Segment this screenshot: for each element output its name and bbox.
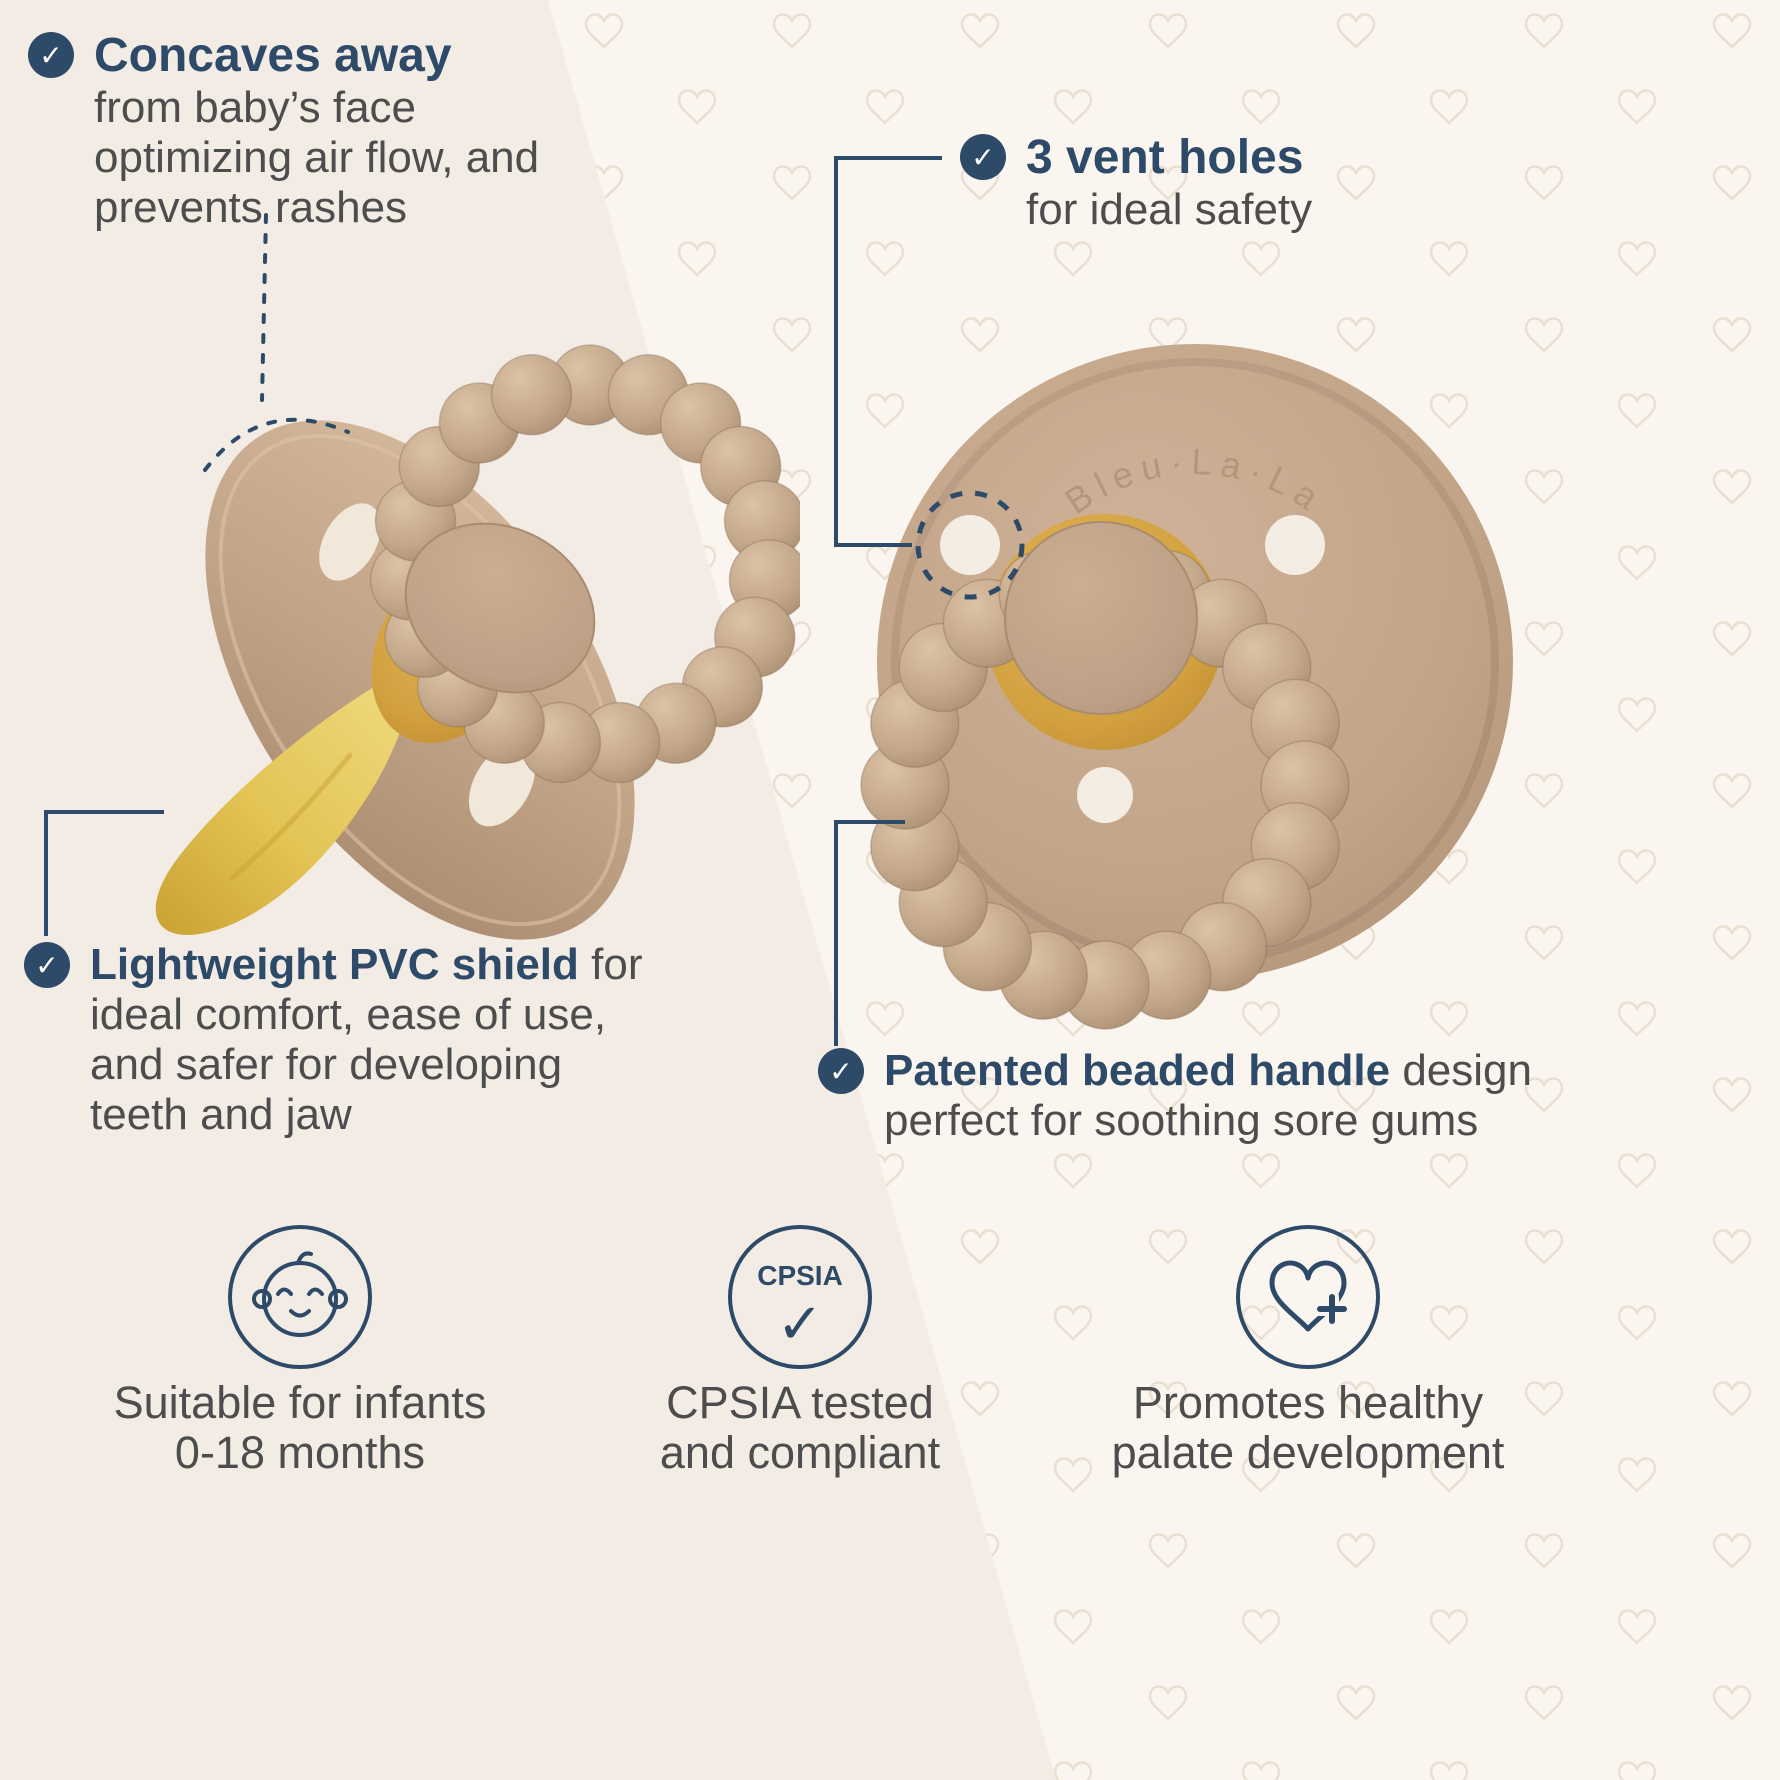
cpsia-label: CPSIA bbox=[757, 1260, 843, 1291]
shield-button bbox=[404, 522, 596, 694]
feature-line: perfect for soothing sore gums bbox=[884, 1096, 1479, 1146]
caption-line: 0-18 months bbox=[174, 1427, 426, 1479]
feature-line: for ideal safety bbox=[1026, 184, 1313, 234]
latex-nipple bbox=[155, 675, 410, 935]
nipple-crease bbox=[229, 752, 353, 881]
feature-concave-text: Concaves away from baby’s face optimizin… bbox=[94, 29, 540, 233]
baby-icon bbox=[228, 1225, 372, 1369]
feature-rest: design bbox=[1390, 1046, 1532, 1095]
badge-caption: Suitable for infants 0-18 months bbox=[40, 1377, 560, 1479]
feature-vents: ✓ 3 vent holes for ideal safety bbox=[960, 131, 1580, 235]
check-icon: ✓ bbox=[960, 134, 1006, 180]
feature-bold: Lightweight PVC shield bbox=[90, 940, 579, 989]
vent-hole bbox=[940, 515, 1000, 575]
feature-line: prevents rashes bbox=[94, 183, 408, 233]
feature-shield: ✓ Lightweight PVC shield for ideal comfo… bbox=[24, 940, 704, 1141]
badge-caption: Promotes healthy palate development bbox=[1048, 1377, 1568, 1479]
feature-handle-text: Patented beaded handle design perfect fo… bbox=[884, 1046, 1532, 1146]
cpsia-icon: CPSIA ✓ bbox=[728, 1225, 872, 1369]
badge-caption: CPSIA tested and compliant bbox=[540, 1377, 1060, 1479]
feature-line: optimizing air flow, and bbox=[94, 132, 540, 182]
vent-hole bbox=[1077, 767, 1133, 823]
vent-hole bbox=[1265, 515, 1325, 575]
vent-hole-highlight-circle bbox=[915, 490, 1025, 600]
check-icon: ✓ bbox=[818, 1048, 864, 1094]
feature-concave: ✓ Concaves away from baby’s face optimiz… bbox=[28, 29, 668, 233]
pacifier-front-view: Bleu·La·La bbox=[860, 344, 1513, 1030]
caption-line: Suitable for infants bbox=[113, 1377, 487, 1428]
feature-line: ideal comfort, ease of use, bbox=[90, 990, 607, 1040]
vent-hole bbox=[319, 503, 381, 581]
check-icon: ✓ bbox=[28, 32, 74, 78]
feature-shield-text: Lightweight PVC shield for ideal comfort… bbox=[90, 940, 642, 1141]
check-icon: ✓ bbox=[24, 942, 70, 988]
feature-vents-text: 3 vent holes for ideal safety bbox=[1026, 131, 1313, 235]
pacifier-side-view bbox=[155, 344, 800, 940]
feature-rest: for bbox=[578, 940, 643, 989]
caption-line: palate development bbox=[1111, 1427, 1505, 1479]
feature-line: from baby’s face bbox=[94, 82, 417, 132]
caption-line: CPSIA tested bbox=[666, 1377, 934, 1428]
shield-button bbox=[1004, 521, 1198, 715]
feature-title: Concaves away bbox=[94, 29, 452, 82]
feature-line: and safer for developing bbox=[90, 1040, 563, 1090]
caption-line: and compliant bbox=[659, 1427, 941, 1479]
caption-line: Promotes healthy bbox=[1132, 1377, 1484, 1428]
feature-bold: Patented beaded handle bbox=[884, 1046, 1391, 1095]
feature-title: 3 vent holes bbox=[1026, 131, 1304, 184]
heart-plus-icon bbox=[1236, 1225, 1380, 1369]
feature-handle: ✓ Patented beaded handle design perfect … bbox=[818, 1046, 1698, 1146]
check-glyph: ✓ bbox=[777, 1292, 824, 1355]
feature-line: teeth and jaw bbox=[90, 1090, 352, 1140]
vent-hole bbox=[468, 743, 536, 827]
